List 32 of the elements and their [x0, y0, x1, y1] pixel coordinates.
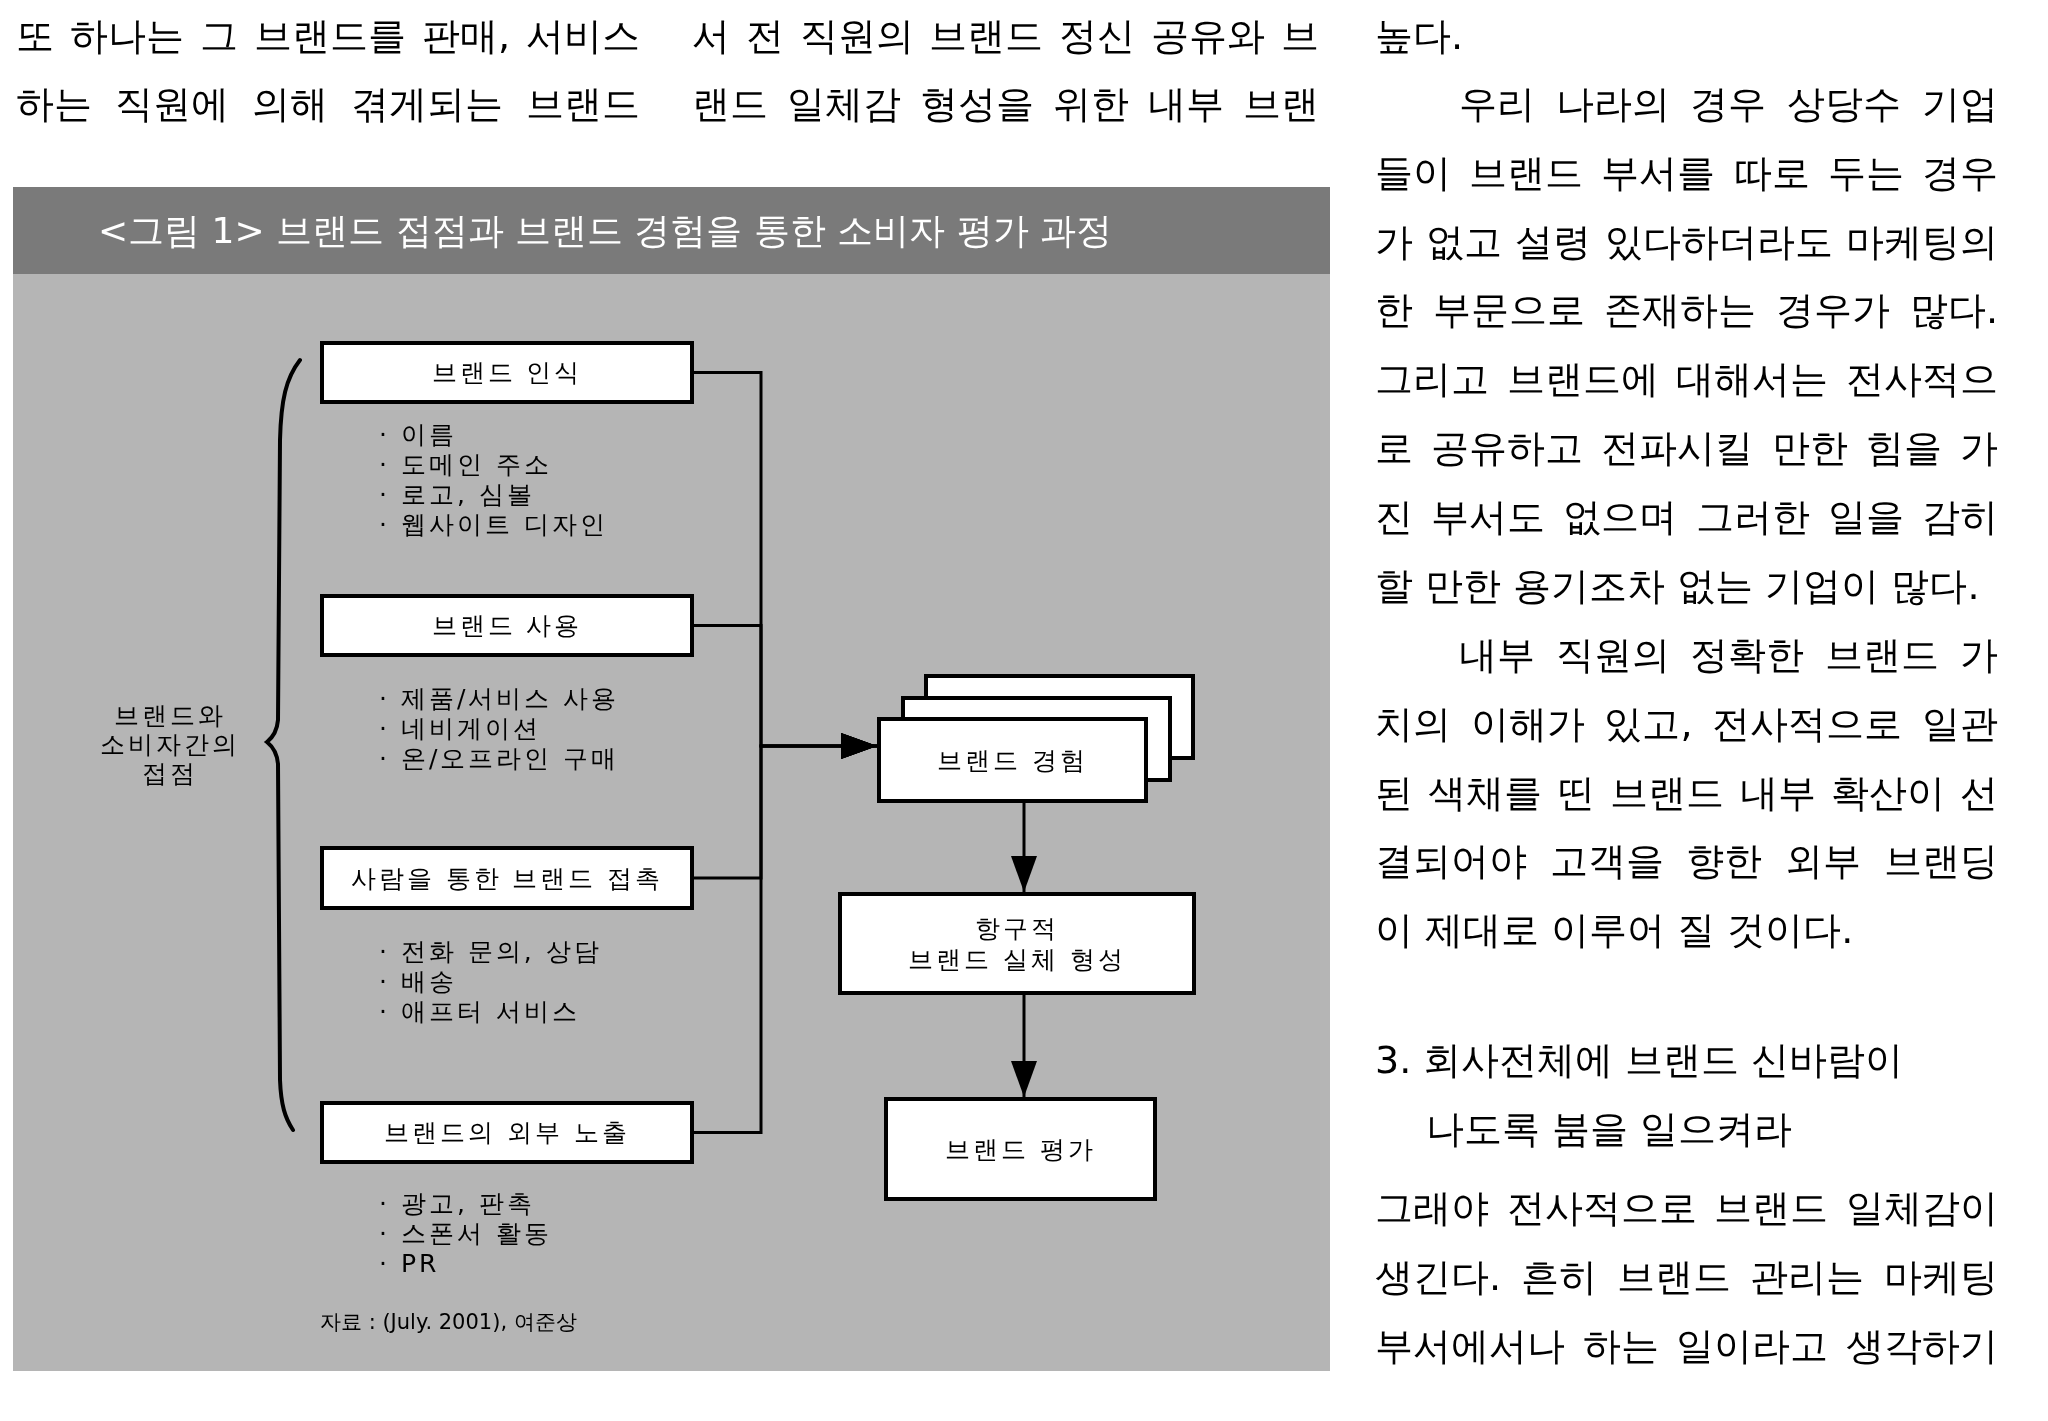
- body-paragraph: 우리 나라의 경우 상당수 기업 들이 브랜드 부서를 따로 두는 경우 가 없고 설령 있다하더라도 마케팅의 한 부문으로 존재하는 경우가 많다. 그리고 브랜드에 대해서는 전사적으 로 공유하고 전파시킬 만한 힘을 가 진 부서도 없으며 그러한 일을 감히 할 만한 용기조차 없는 기업이 많다.: [1375, 81, 1998, 610]
- list-item: · 네비게이션: [379, 714, 541, 744]
- body-paragraph: 내부 직원의 정확한 브랜드 가 치의 이해가 있고, 전사적으로 일관 된 색채를 띤 브랜드 내부 확산이 선 결되어야 고객을 향한 외부 브랜딩 이 제대로 이루어 질 것이다.: [1375, 632, 1998, 955]
- list-item: · PR: [379, 1249, 440, 1279]
- list-item: · 온/오프라인 구매: [379, 744, 620, 774]
- process-box: 브랜드 평가: [884, 1097, 1157, 1201]
- arrow: [1011, 803, 1037, 892]
- list-item: · 스폰서 활동: [379, 1219, 552, 1249]
- list-item: · 애프터 서비스: [379, 997, 580, 1027]
- brace-label: 브랜드와 소비자간의 접점: [99, 701, 241, 788]
- body-paragraph: 그래야 전사적으로 브랜드 일체감이 생긴다. 흔히 브랜드 관리는 마케팅 부서에서나 하는 일이라고 생각하기: [1375, 1185, 1998, 1370]
- source-note: 자료 : (July. 2001), 여준상: [320, 1309, 577, 1336]
- process-box: 항구적 브랜드 실체 형성: [838, 892, 1196, 995]
- list-item: · 웹사이트 디자인: [379, 510, 608, 540]
- list-item: · 이름: [379, 420, 457, 450]
- arrow: [1011, 995, 1037, 1097]
- body-paragraph: 또 하나는 그 브랜드를 판매, 서비스 하는 직원에 의해 겪게되는 브랜드: [16, 13, 640, 128]
- process-box: 브랜드 사용: [320, 594, 694, 657]
- list-item: · 로고, 심볼: [379, 480, 535, 510]
- list-item: · 광고, 판촉: [379, 1189, 535, 1219]
- body-paragraph: 서 전 직원의 브랜드 정신 공유와 브 랜드 일체감 형성을 위한 내부 브랜: [692, 13, 1319, 128]
- list-item: · 제품/서비스 사용: [379, 684, 620, 714]
- list-item: · 배송: [379, 967, 457, 997]
- process-box: 브랜드 인식: [320, 341, 694, 404]
- list-item: · 전화 문의, 상담: [379, 937, 602, 967]
- section-heading: 3. 회사전체에 브랜드 신바람이 나도록 붐을 일으켜라: [1375, 1037, 1905, 1153]
- figure-title: <그림 1> 브랜드 접점과 브랜드 경험을 통한 소비자 평가 과정: [13, 187, 1330, 274]
- process-box: 브랜드의 외부 노출: [320, 1101, 694, 1164]
- body-paragraph: 높다.: [1375, 13, 1465, 60]
- arrow: [694, 733, 877, 1134]
- list-item: · 도메인 주소: [379, 450, 552, 480]
- process-box: 사람을 통한 브랜드 접촉: [320, 846, 694, 910]
